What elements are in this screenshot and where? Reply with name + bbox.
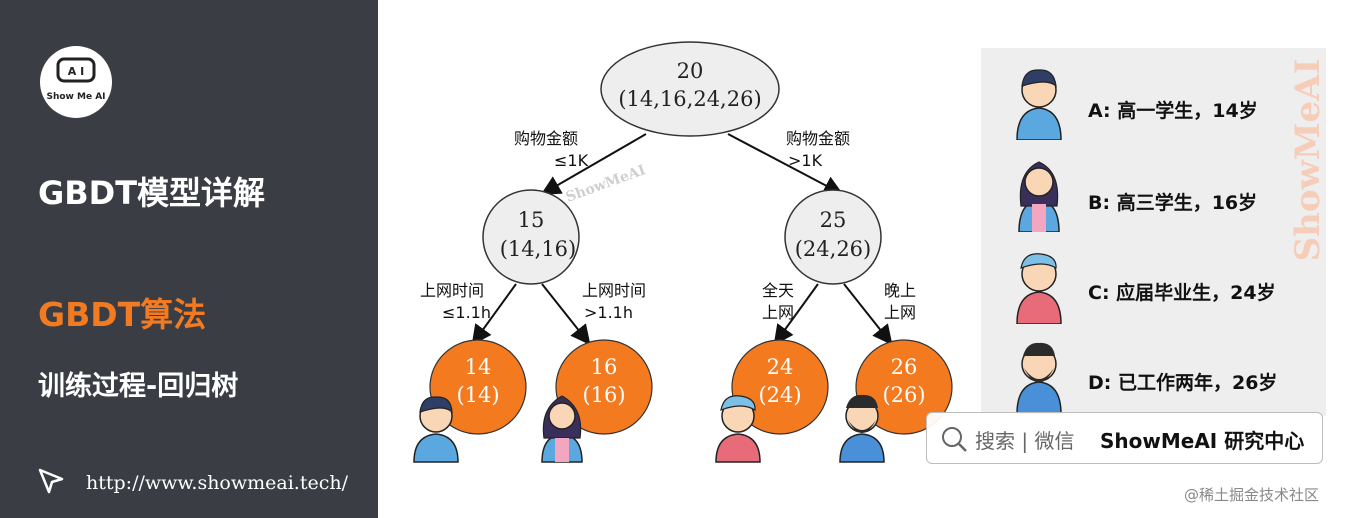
legend-item-b: B: 高三学生，16岁 xyxy=(1088,192,1258,214)
left-node-value: 15 xyxy=(518,208,545,232)
legend-item-c: C: 应届毕业生，24岁 xyxy=(1088,282,1276,304)
edge-root-right xyxy=(727,133,844,195)
leaf-value: 14 xyxy=(465,355,492,379)
person-d-icon xyxy=(1016,342,1062,414)
person-b-icon xyxy=(541,395,583,463)
svg-text:A I: A I xyxy=(68,65,84,78)
person-c-icon xyxy=(715,395,761,463)
edge-label: ≤1.1h xyxy=(442,303,491,322)
legend-item-a: A: 高一学生，14岁 xyxy=(1088,100,1258,122)
leaf-value: 16 xyxy=(591,355,618,379)
right-node-value: 25 xyxy=(820,208,847,232)
left-node xyxy=(482,189,580,285)
edge-root-left xyxy=(540,133,647,196)
root-ages: (14,16,24,26) xyxy=(618,87,761,111)
edge-label: 上网 xyxy=(762,303,794,322)
edge-label: 购物金额 xyxy=(514,129,578,148)
search-text: 搜索 | 微信 xyxy=(975,429,1075,453)
edge-label: 全天 xyxy=(762,281,794,300)
edge-left-right xyxy=(541,283,591,346)
credit-watermark: @稀土掘金技术社区 xyxy=(1184,486,1320,504)
leaf-node xyxy=(555,339,653,435)
sidebar: A I Show Me AI GBDT模型详解 GBDT算法 训练过程-回归树 … xyxy=(0,0,378,518)
section-title: GBDT算法 xyxy=(38,295,207,334)
website-link[interactable]: http://www.showmeai.tech/ xyxy=(86,472,349,494)
person-a-icon xyxy=(413,396,459,463)
section-subtitle: 训练过程-回归树 xyxy=(38,371,239,402)
edge-right-right xyxy=(843,283,893,346)
left-node-ages: (14,16) xyxy=(500,237,577,261)
search-box[interactable]: 搜索 | 微信 ShowMeAI 研究中心 xyxy=(926,412,1323,464)
leaf-ages: (14) xyxy=(456,383,499,407)
page-title: GBDT模型详解 xyxy=(38,174,266,212)
svg-text:ShowMeAI: ShowMeAI xyxy=(1290,59,1328,262)
right-node-ages: (24,26) xyxy=(795,237,872,261)
search-brand: ShowMeAI 研究中心 xyxy=(1100,429,1305,453)
edge-label: 上网时间 xyxy=(582,281,646,300)
legend-panel: A: 高一学生，14岁 B: 高三学生，16岁 C: 应届毕业生，24岁 D: … xyxy=(981,48,1326,416)
edge-label: >1K xyxy=(788,151,823,170)
leaf-value: 26 xyxy=(891,355,918,379)
edge-label: ≤1K xyxy=(554,151,589,170)
edge-right-left xyxy=(773,283,819,346)
person-a-icon xyxy=(1016,69,1062,140)
edge-left-left xyxy=(471,283,517,346)
cursor-icon xyxy=(38,468,64,494)
person-c-icon xyxy=(1016,253,1062,324)
right-node xyxy=(784,189,882,285)
person-b-icon xyxy=(1018,161,1060,232)
edge-label: 晚上 xyxy=(884,281,916,300)
person-d-icon xyxy=(839,394,885,463)
edge-label: >1.1h xyxy=(584,303,633,322)
leaf-ages: (16) xyxy=(582,383,625,407)
search-icon xyxy=(942,427,967,452)
showmeai-logo[interactable]: A I Show Me AI xyxy=(40,46,112,118)
robot-icon: A I xyxy=(56,57,96,83)
logo-text: Show Me AI xyxy=(46,92,106,102)
main-content: 购物金额 ≤1K 购物金额 >1K 上网时间 ≤1.1h 上网时间 >1.1h … xyxy=(378,0,1361,518)
regression-tree-diagram: 购物金额 ≤1K 购物金额 >1K 上网时间 ≤1.1h 上网时间 >1.1h … xyxy=(413,41,953,463)
edge-label: 购物金额 xyxy=(786,129,850,148)
edge-label: 上网时间 xyxy=(420,281,484,300)
root-node xyxy=(600,41,780,137)
leaf-node xyxy=(429,339,527,435)
leaf-ages: (26) xyxy=(882,383,925,407)
root-value: 20 xyxy=(677,59,704,83)
leaf-node xyxy=(731,339,829,435)
leaf-ages: (24) xyxy=(758,383,801,407)
leaf-node xyxy=(855,339,953,435)
leaf-value: 24 xyxy=(767,355,794,379)
vertical-watermark: ShowMeAI xyxy=(1290,59,1328,262)
legend-item-d: D: 已工作两年，26岁 xyxy=(1088,372,1278,394)
edge-label: 上网 xyxy=(884,303,916,322)
